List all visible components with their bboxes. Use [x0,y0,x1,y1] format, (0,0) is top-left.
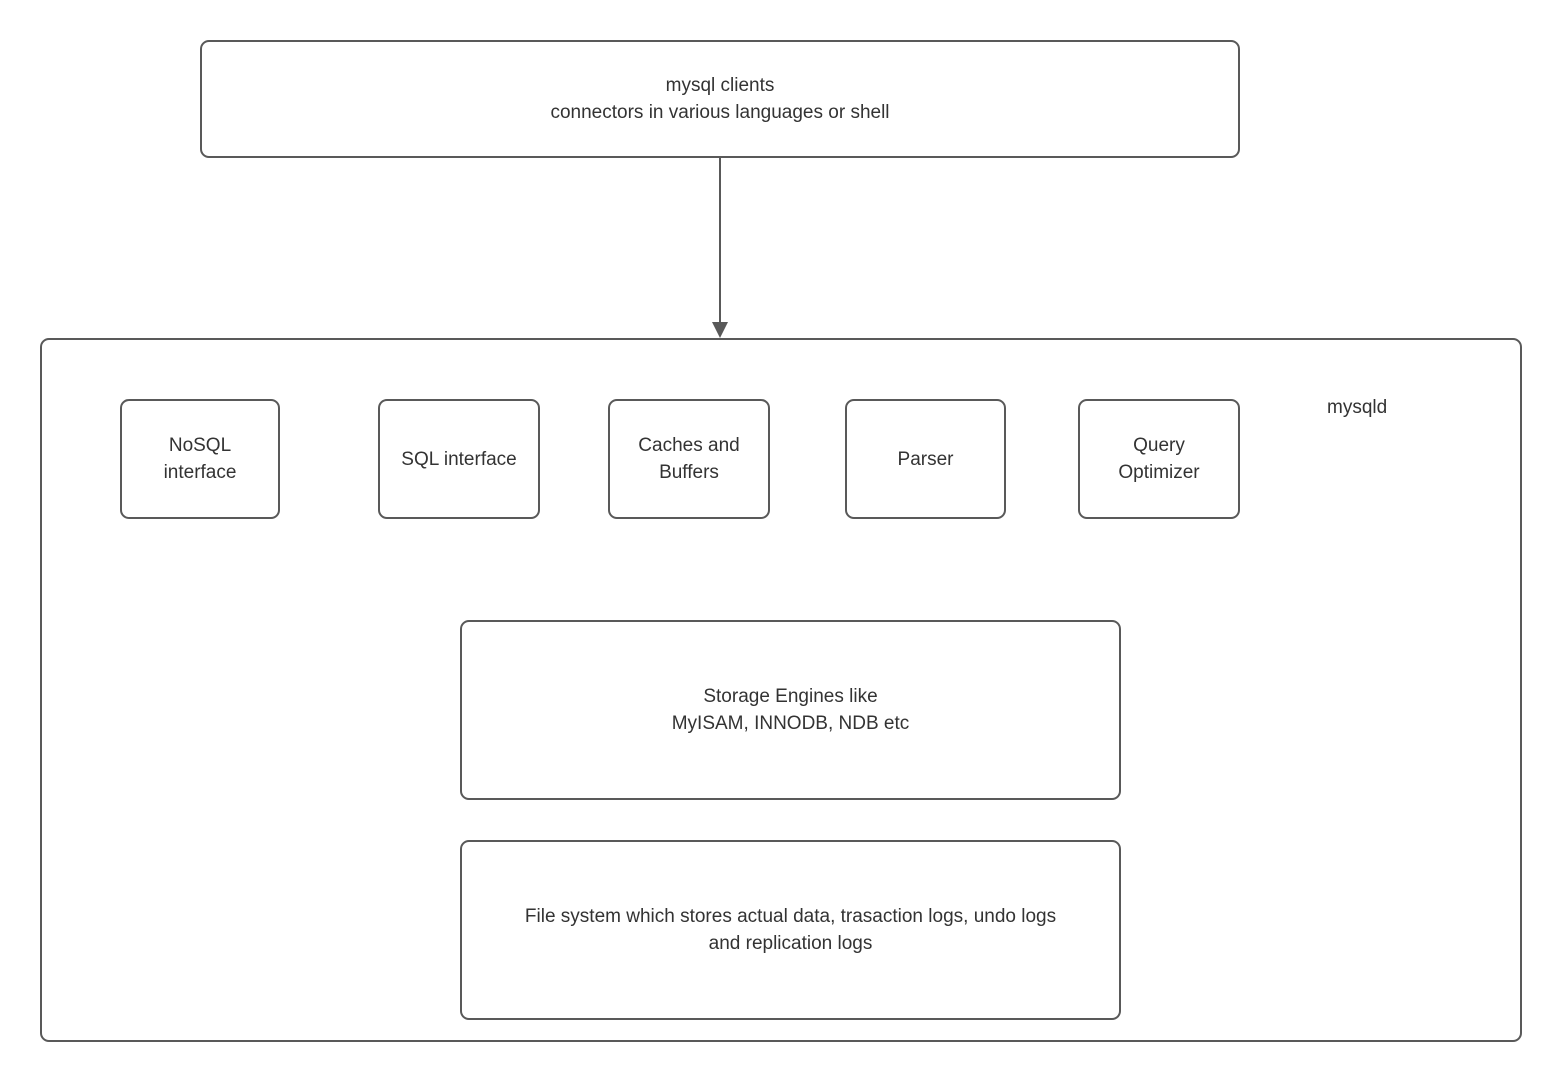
module-box-query-optimizer: Query Optimizer [1078,399,1240,519]
module-label-line: Caches and [638,435,740,456]
module-box-nosql-interface: NoSQL interface [120,399,280,519]
module-label-line: Query [1133,435,1185,456]
mysqld-container-label: mysqld [1327,397,1388,418]
clients-box-line-2: connectors in various languages or shell [550,102,890,123]
module-label-line: interface [163,462,237,483]
storage-engines-line-2: MyISAM, INNODB, NDB etc [671,713,910,734]
storage-engines-box: Storage Engines like MyISAM, INNODB, NDB… [460,620,1121,800]
filesystem-box: File system which stores actual data, tr… [460,840,1121,1020]
connector-arrow-line [719,158,721,326]
module-label-line: Buffers [659,462,719,483]
storage-engines-line-1: Storage Engines like [703,686,878,707]
filesystem-line-2: and replication logs [708,933,873,954]
arrowhead-down-icon [712,322,728,338]
clients-box-line-1: mysql clients [665,75,775,96]
module-label-line: SQL interface [401,448,517,470]
module-label-line: Optimizer [1118,462,1200,483]
clients-box: mysql clients connectors in various lang… [200,40,1240,158]
filesystem-line-1: File system which stores actual data, tr… [524,906,1057,927]
module-label-line: Parser [897,448,954,470]
module-box-parser: Parser [845,399,1006,519]
module-box-caches-buffers: Caches and Buffers [608,399,770,519]
module-box-sql-interface: SQL interface [378,399,540,519]
module-label-line: NoSQL [168,435,232,456]
